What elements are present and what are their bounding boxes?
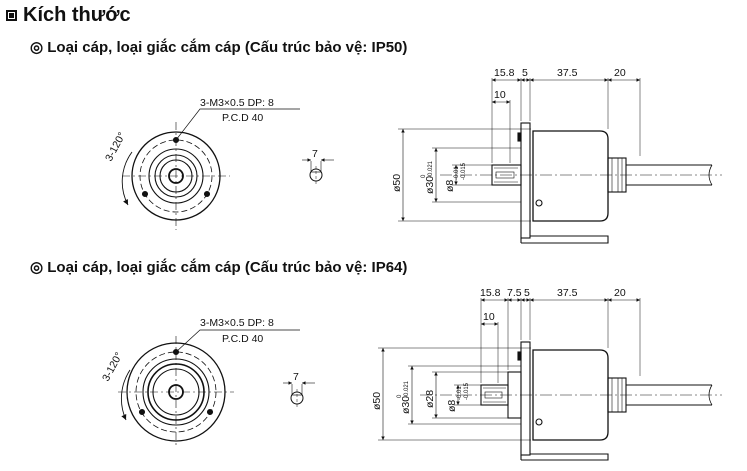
dim-top-2: 5 (522, 67, 528, 79)
side-view-ip50 (398, 78, 722, 244)
tol-shaft-upper: -0.01 (457, 386, 463, 400)
dim-shaft-length: 10 (483, 311, 495, 323)
heading-title: Kích thước (23, 4, 131, 26)
key-detail-ip50 (302, 158, 334, 185)
filled-square-icon (6, 10, 17, 21)
tol-flange-upper: 0 (421, 174, 427, 178)
dim-top-3: 5 (524, 287, 530, 299)
angle-label: 3-120° (100, 350, 125, 383)
front-view-ip64 (118, 329, 300, 448)
tol-flange-lower: -0.021 (428, 160, 434, 178)
dim-body-diameter: ø50 (371, 392, 383, 410)
dim-top-1: 15.8 (480, 287, 501, 299)
tol-shaft-lower: -0.015 (461, 162, 467, 180)
hole-spec-label: 3-M3×0.5 DP: 8 (200, 317, 274, 329)
pcd-label: P.C.D 40 (222, 112, 263, 124)
dim-top-2: 7.5 (507, 287, 522, 299)
dim-flange-diameter: ø30 (400, 396, 412, 414)
dim-top-4: 37.5 (557, 287, 578, 299)
dim-flange-diameter: ø30 (424, 176, 436, 194)
key-width-label: 7 (312, 148, 318, 160)
section-title-ip50: ◎ Loại cáp, loại giắc cắm cáp (Cấu trúc … (30, 39, 408, 56)
dim-shaft-length: 10 (494, 89, 506, 101)
dim-top-3: 37.5 (557, 67, 578, 79)
dim-boss-diameter: ø28 (424, 390, 436, 408)
tol-flange-upper: 0 (397, 394, 403, 398)
dim-shaft-diameter: ø8 (444, 180, 456, 192)
dim-top-4: 20 (614, 67, 626, 79)
pcd-label: P.C.D 40 (222, 333, 263, 345)
key-detail-ip64 (283, 381, 315, 408)
key-width-label: 7 (293, 371, 299, 383)
section-title-ip64: ◎ Loại cáp, loại giắc cắm cáp (Cấu trúc … (30, 259, 408, 276)
tol-shaft-lower: -0.015 (464, 382, 470, 400)
page-heading: Kích thước (6, 4, 131, 27)
tol-flange-lower: -0.021 (404, 380, 410, 398)
dim-top-1: 15.8 (494, 67, 515, 79)
side-view-ip64 (378, 298, 722, 461)
angle-label: 3-120° (103, 130, 128, 163)
tol-shaft-upper: -0.01 (454, 166, 460, 180)
dim-body-diameter: ø50 (391, 174, 403, 192)
dim-shaft-diameter: ø8 (446, 400, 458, 412)
dim-top-5: 20 (614, 287, 626, 299)
hole-spec-label: 3-M3×0.5 DP: 8 (200, 97, 274, 109)
front-view-ip50 (121, 108, 300, 230)
